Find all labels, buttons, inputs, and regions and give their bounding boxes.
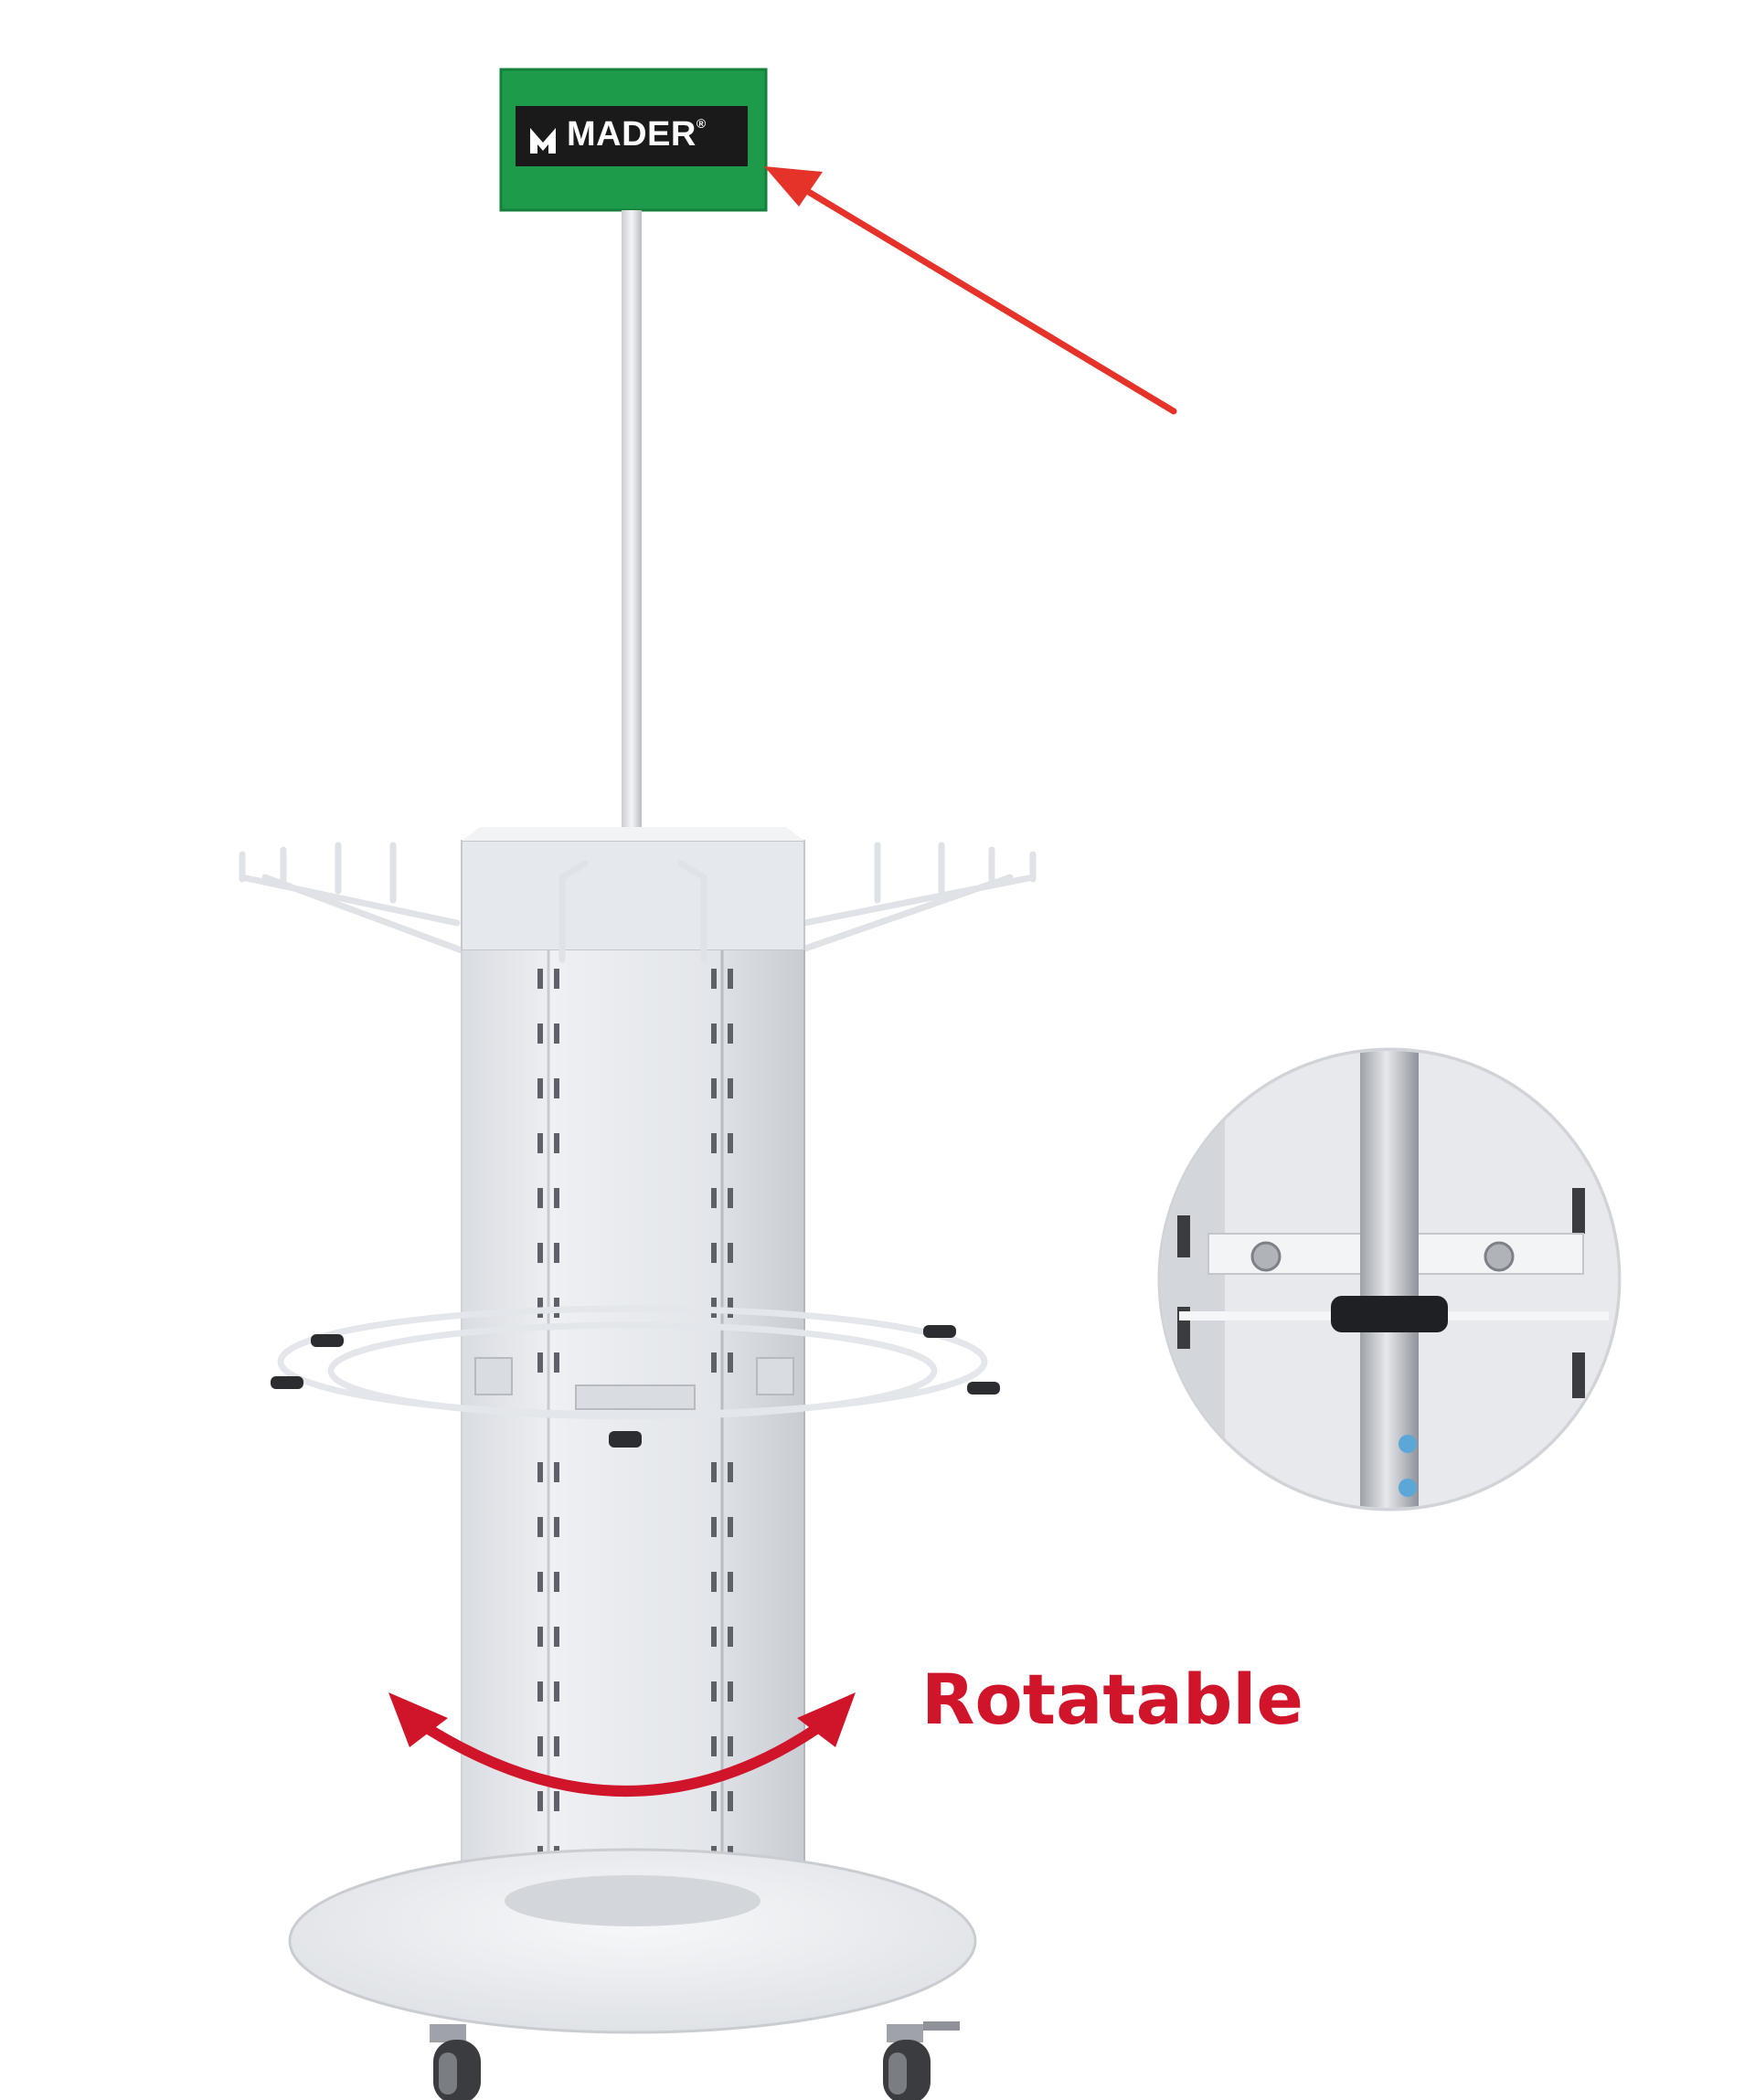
brand-logo-text: MADER® — [567, 117, 707, 152]
mader-logo-icon — [530, 128, 556, 154]
sign-pole — [622, 210, 642, 841]
ring-clips — [271, 1325, 1000, 1448]
middle-ring — [277, 1305, 988, 1420]
brand-sign — [499, 68, 768, 212]
base-plate — [288, 1848, 977, 2034]
annotation-arrow — [764, 166, 1177, 415]
top-hook-arms — [239, 842, 1037, 954]
detail-inset — [1157, 1047, 1622, 1511]
brand-name: MADER — [567, 115, 697, 154]
rotatable-label: Rotatable — [921, 1659, 1303, 1740]
rotation-arrow-icon — [388, 1692, 856, 1797]
caster-wheels — [430, 2021, 960, 2100]
registered-mark: ® — [696, 116, 707, 131]
